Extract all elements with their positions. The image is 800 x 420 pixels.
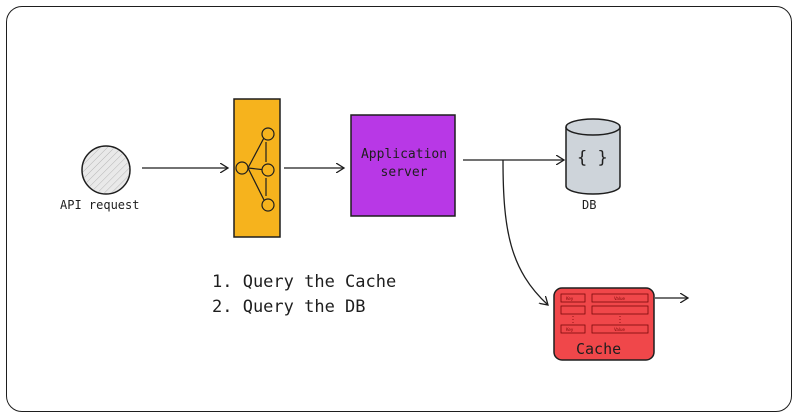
arrow-app-to-cache: [502, 159, 548, 305]
app-server-label: Application server: [360, 147, 448, 180]
diagram-frame: [6, 6, 792, 412]
step-item: 2. Query the DB: [212, 297, 366, 317]
api-request-node: [81, 145, 131, 195]
cache-label: Cache: [576, 340, 622, 358]
cache-value-label: Value: [614, 296, 626, 301]
cache-key-label: Key: [566, 296, 574, 301]
braces-icon: { }: [577, 148, 608, 168]
step-item: 1. Query the Cache: [212, 272, 397, 292]
cache-table: [560, 293, 649, 334]
db-label: DB: [582, 198, 597, 212]
network-icon: [235, 127, 275, 212]
api-request-label: API request: [60, 198, 140, 212]
app-server-node: [350, 114, 456, 217]
load-balancer-node: [233, 98, 281, 238]
cache-node: Key Value Key Value: [553, 287, 655, 361]
cache-key-label: Key: [566, 327, 574, 332]
steps-list: 1. Query the Cache 2. Query the DB: [212, 270, 396, 320]
cache-value-label: Value: [614, 327, 626, 332]
db-node: [565, 118, 621, 195]
